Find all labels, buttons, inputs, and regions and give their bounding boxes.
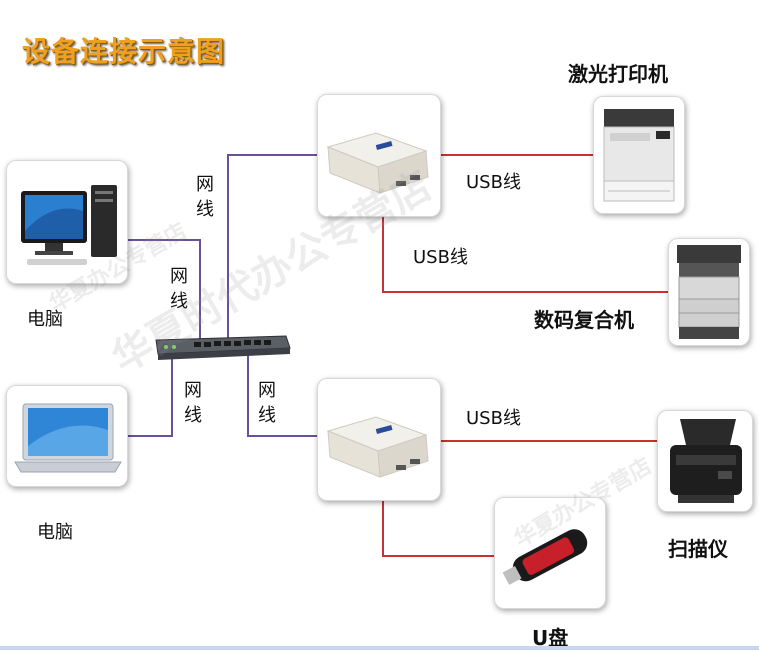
net-line-switch-to-server2 — [247, 352, 318, 437]
label-usb-laser: USB线 — [466, 172, 521, 193]
desktop-computer-icon — [21, 185, 117, 265]
print-server-icon — [326, 416, 429, 478]
multifunction-copier — [668, 238, 750, 346]
scanner-icon — [670, 419, 742, 503]
label-net-cable-top: 网线 — [196, 174, 214, 220]
label-laser-printer: 激光打印机 — [568, 62, 668, 86]
label-pc2: 电脑 — [37, 522, 73, 543]
network-switch-icon — [155, 335, 291, 360]
usb-drive-icon — [502, 529, 588, 585]
print-server-icon — [326, 132, 429, 194]
laptop-pc — [6, 385, 128, 487]
label-usb-scanner: USB线 — [466, 408, 521, 429]
net-line-switch-to-server1 — [227, 154, 318, 342]
label-mfp: 数码复合机 — [534, 308, 634, 332]
laptop-icon — [14, 403, 122, 473]
label-scanner: 扫描仪 — [668, 537, 728, 561]
net-line-pc2-to-switch — [126, 352, 173, 437]
label-net-cable-bottom: 网线 — [258, 380, 276, 426]
label-net-cable-pc1: 网线 — [170, 266, 188, 312]
copier-icon — [677, 245, 741, 339]
usb-line-udisk — [382, 500, 494, 557]
diagram-title: 设备连接示意图 — [22, 35, 226, 68]
net-line-pc1-to-switch — [126, 239, 201, 342]
bottom-divider — [0, 646, 759, 650]
desktop-pc — [6, 160, 128, 284]
laser-printer-icon — [603, 109, 675, 202]
print-server-bottom — [317, 378, 441, 501]
label-usb-mfp: USB线 — [413, 247, 468, 268]
label-net-cable-pc2: 网线 — [184, 380, 202, 426]
print-server-top — [317, 94, 441, 217]
laser-printer — [593, 96, 685, 214]
usb-line-mfp — [382, 216, 668, 293]
usb-flash-drive — [494, 497, 606, 609]
scanner — [657, 410, 753, 512]
label-pc1: 电脑 — [27, 309, 63, 330]
network-switch — [152, 330, 292, 360]
